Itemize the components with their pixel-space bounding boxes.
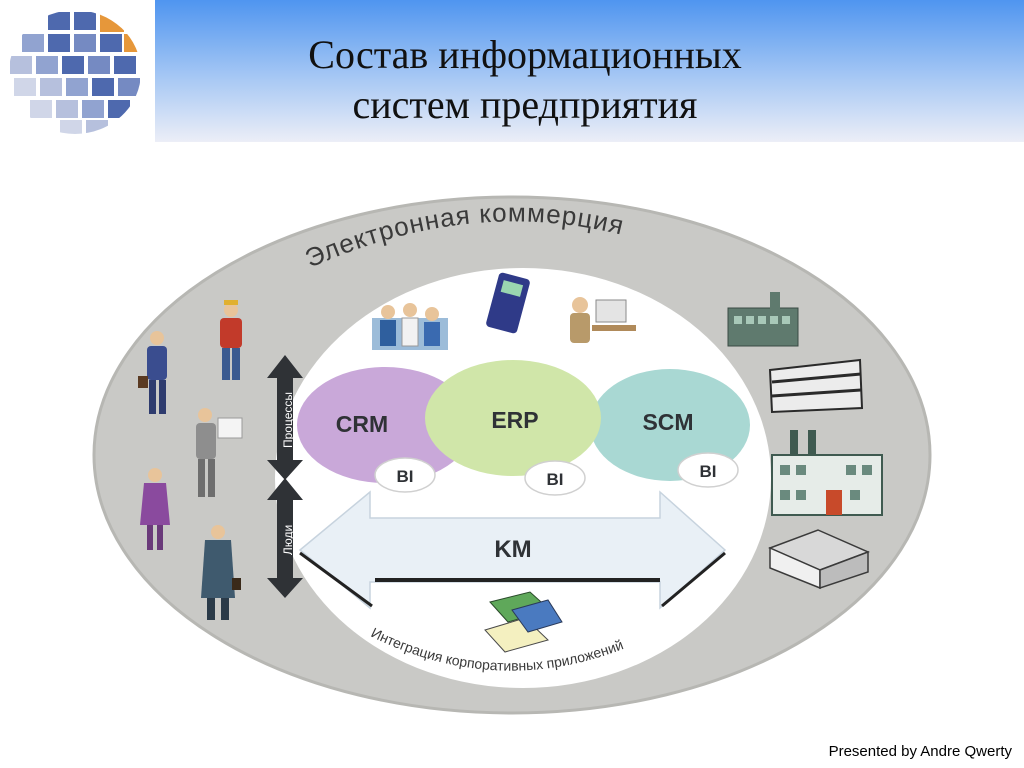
erp-label: ERP bbox=[491, 407, 538, 433]
books-icon bbox=[484, 591, 563, 653]
office-worker-icon bbox=[570, 297, 636, 343]
warehouse-icon bbox=[768, 529, 870, 590]
slide-header: Состав информационных систем предприятия bbox=[0, 0, 1024, 142]
processes-arrow bbox=[267, 355, 303, 480]
team-icon bbox=[372, 303, 448, 350]
scm-label: SCM bbox=[642, 409, 693, 435]
crm-circle bbox=[297, 367, 473, 483]
erp-circle bbox=[425, 360, 601, 476]
processes-label: Процессы bbox=[281, 392, 295, 448]
e-commerce-ring-edge bbox=[92, 195, 932, 715]
factory-icon bbox=[727, 292, 799, 347]
bi-label-scm: BI bbox=[700, 462, 717, 481]
slide-title: Состав информационных систем предприятия bbox=[225, 30, 825, 130]
logo-box bbox=[0, 0, 155, 142]
bi-bubble-erp bbox=[524, 460, 586, 496]
businessman-icon bbox=[138, 331, 167, 414]
woman-icon bbox=[140, 468, 170, 550]
footer-credit: Presented by Andre Qwerty bbox=[828, 743, 1012, 760]
bi-label-crm: BI bbox=[397, 467, 414, 486]
office-building-icon bbox=[768, 358, 864, 414]
bi-bubble-scm bbox=[677, 452, 739, 488]
calculator-icon bbox=[486, 272, 530, 334]
worker-icon bbox=[220, 300, 242, 380]
slide-title-line-1: Состав информационных bbox=[308, 32, 742, 77]
man-coat-icon bbox=[201, 525, 241, 620]
slide-title-line-2: систем предприятия bbox=[352, 82, 698, 127]
plant-icon bbox=[771, 430, 883, 516]
people-arrow bbox=[267, 478, 303, 598]
km-label: KM bbox=[494, 536, 531, 563]
bi-label-erp: BI bbox=[547, 470, 564, 489]
globe-logo-icon bbox=[9, 10, 141, 134]
km-arrow-edge-right bbox=[661, 551, 726, 608]
bi-bubble-crm bbox=[374, 457, 436, 493]
km-arrow-edge-left bbox=[299, 551, 373, 608]
people-label: Люди bbox=[281, 525, 295, 555]
crm-label: CRM bbox=[336, 411, 388, 437]
presenter-icon bbox=[196, 408, 243, 497]
